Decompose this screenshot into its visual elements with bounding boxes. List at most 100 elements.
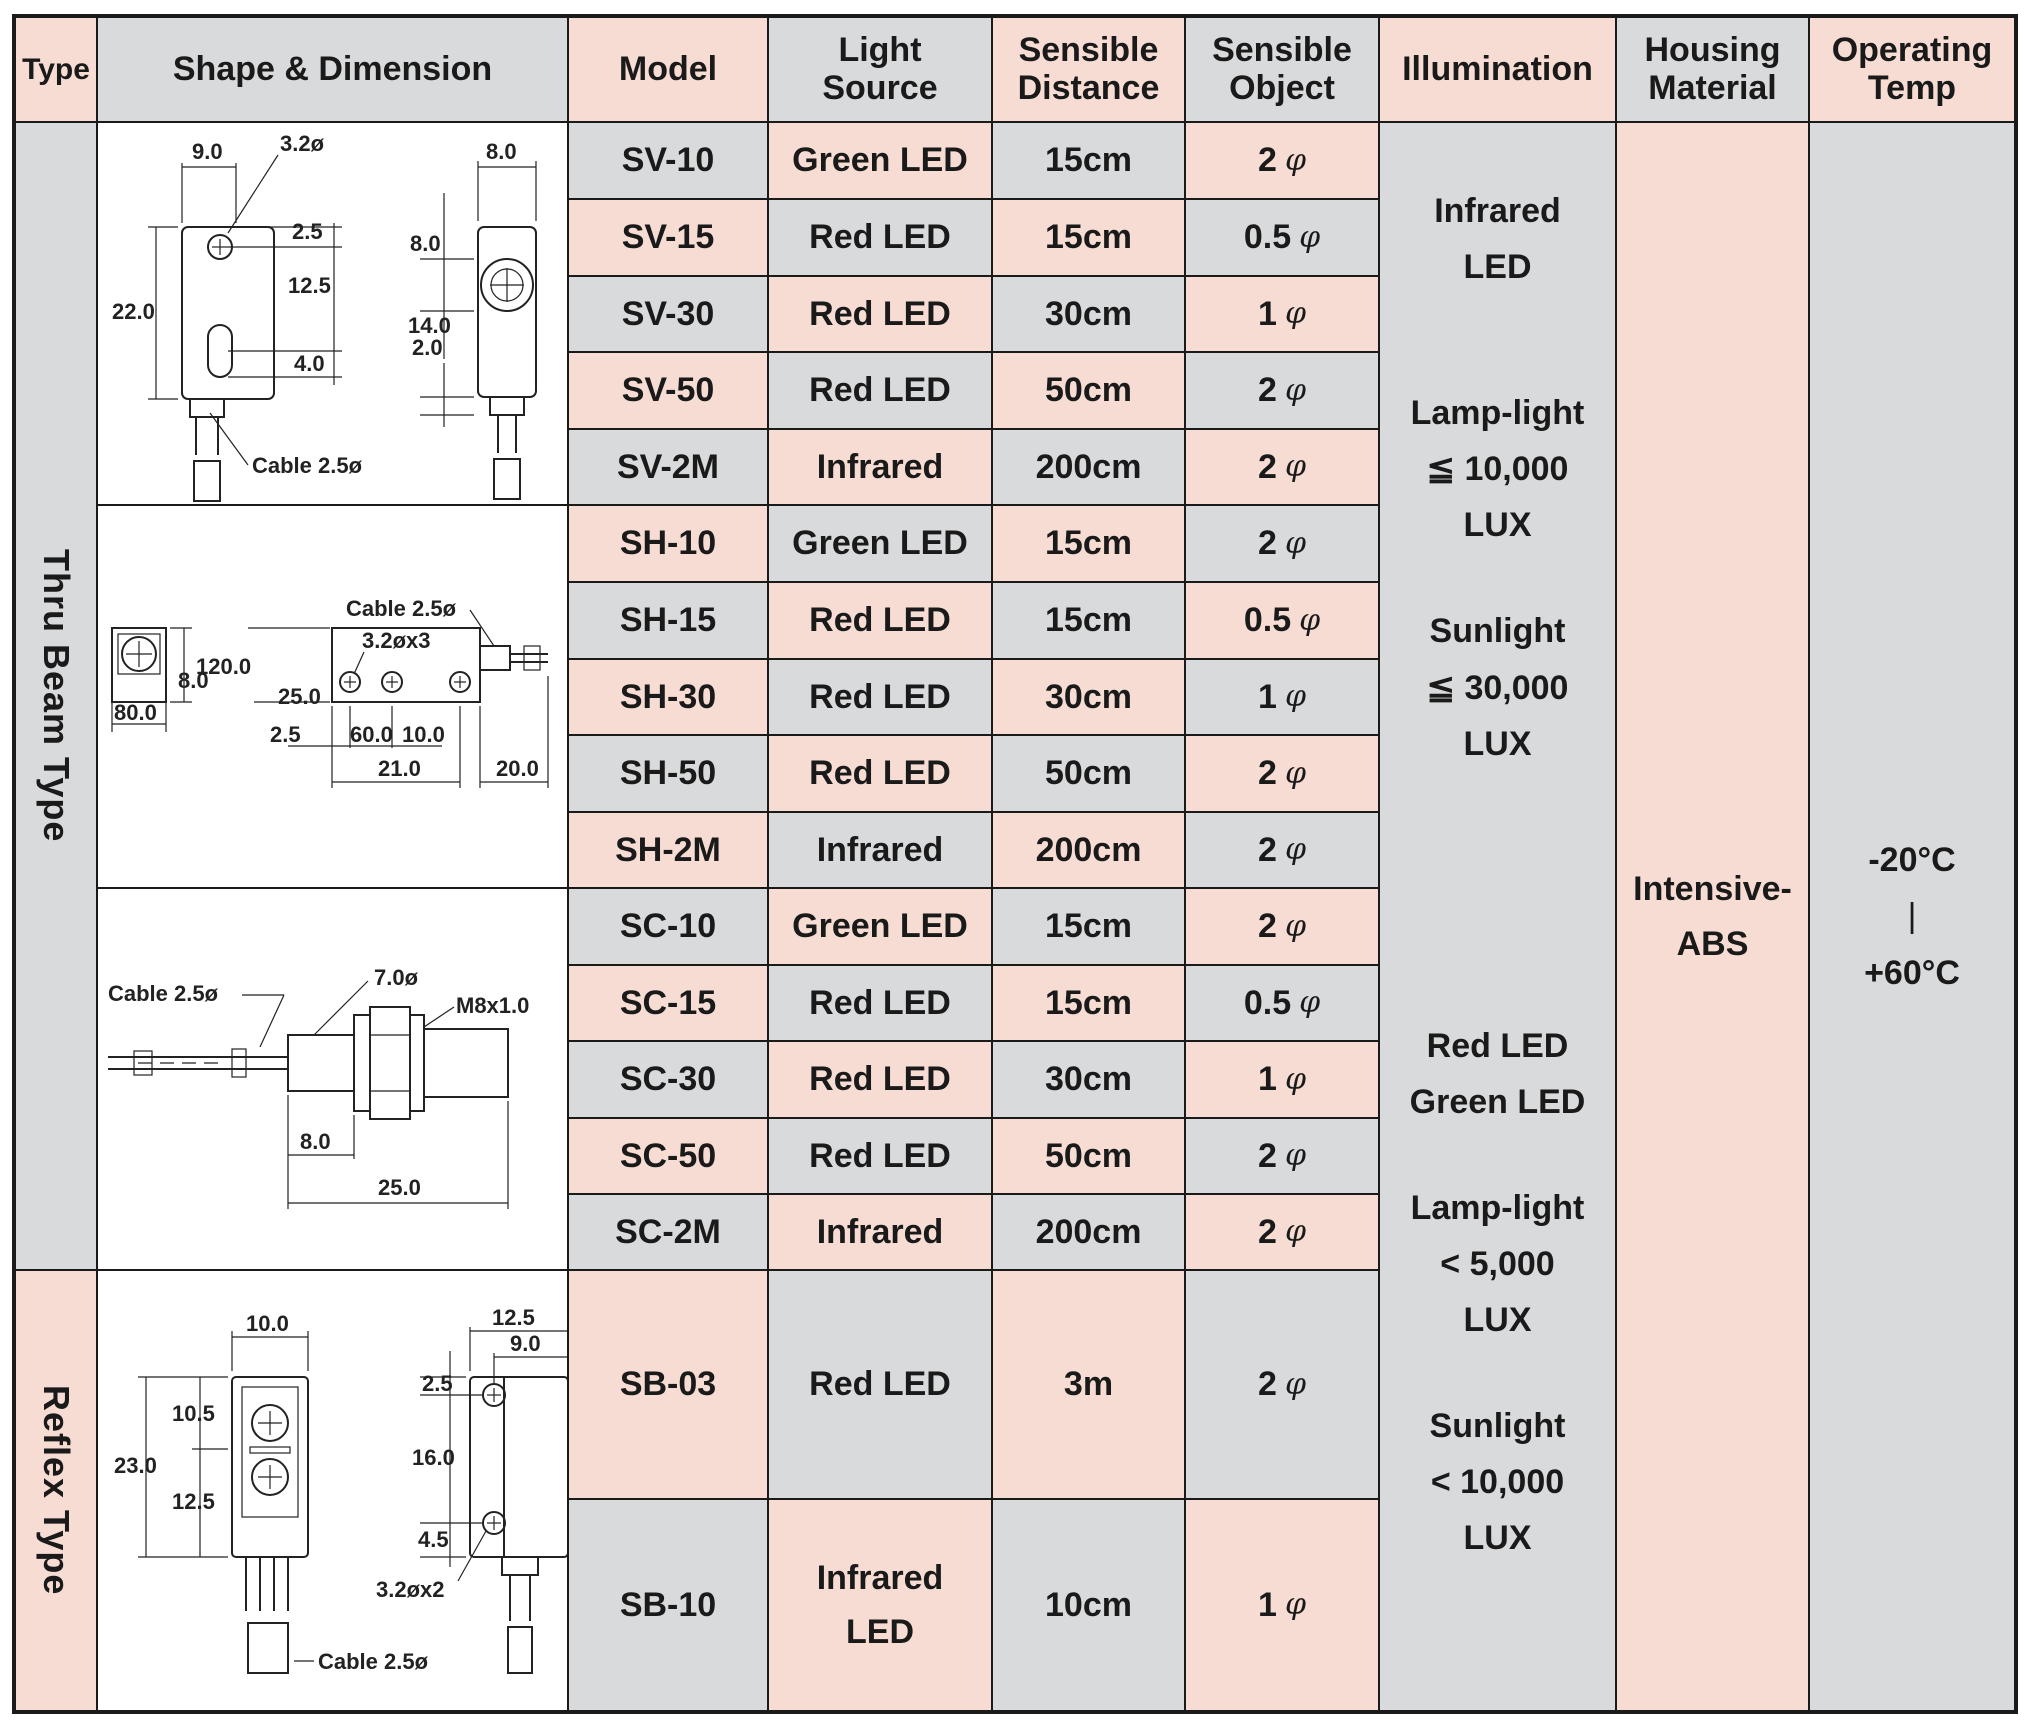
header-light-source-line2: Source (822, 68, 938, 107)
phi-symbol: φ (1284, 1061, 1306, 1097)
row-distance: 30cm (993, 660, 1186, 736)
temp-cell: -20°C | +60°C (1810, 123, 2014, 1710)
sh-dimension-drawing: 80.0 8.0 120.0 Cable 2.5ø 3.2øx3 25.0 2.… (111, 596, 549, 788)
header-operating-temp: Operating Temp (1810, 18, 2014, 123)
row-distance: 50cm (993, 736, 1186, 813)
row-light: Infrared LED (769, 1500, 993, 1710)
header-model: Model (569, 18, 769, 123)
row-distance: 50cm (993, 353, 1186, 430)
sv-dimension-drawing: 9.0 3.2ø 2.5 12.5 4.0 22.0 Cable 2.5ø 8.… (112, 131, 537, 502)
row-distance: 200cm (993, 430, 1186, 506)
sv-dim-3-2: 3.2ø (280, 131, 325, 156)
illum-g2-lamp-1: Lamp-light (1410, 1188, 1585, 1227)
row-model: SH-10 (569, 506, 769, 583)
illum-g1-sun-1: Sunlight (1429, 612, 1566, 651)
row-model: SC-15 (569, 966, 769, 1042)
type-reflex-label: Reflex Type (36, 1385, 78, 1596)
illumination-cell: Infrared LED Lamp-light ≦ 10,000 LUX Sun… (1380, 123, 1617, 1710)
sc-cable-label: Cable 2.5ø (108, 981, 219, 1006)
row-light: Infrared (769, 813, 993, 889)
object-value: 2 (1258, 907, 1277, 946)
sc-dim-8: 8.0 (300, 1129, 331, 1154)
header-temp-line2: Temp (1867, 68, 1957, 107)
row-model: SB-10 (569, 1500, 769, 1710)
object-value: 1 (1258, 1585, 1277, 1624)
sb-dim-10: 10.0 (246, 1311, 289, 1336)
object-value: 2 (1258, 371, 1277, 410)
row-light: Red LED (769, 660, 993, 736)
row-distance: 50cm (993, 1119, 1186, 1195)
illum-g1-sun-2: ≦ 30,000 (1426, 668, 1569, 707)
illum-g2-sun-2: < 10,000 (1430, 1463, 1565, 1502)
illum-g2-light-2: Green LED (1409, 1082, 1586, 1121)
header-illumination: Illumination (1380, 18, 1617, 123)
row-distance: 30cm (993, 1042, 1186, 1119)
row-light: Red LED (769, 1042, 993, 1119)
phi-symbol: φ (1299, 219, 1321, 255)
phi-symbol: φ (1284, 1138, 1306, 1174)
sh-dim-10: 10.0 (402, 722, 445, 747)
object-value: 2 (1258, 1212, 1277, 1251)
object-value: 0.5 (1243, 983, 1292, 1022)
row-model: SH-50 (569, 736, 769, 813)
header-sensible-object-line2: Object (1229, 68, 1335, 107)
sv-dim-8-top: 8.0 (486, 139, 517, 164)
row-model: SH-15 (569, 583, 769, 660)
row-model: SC-10 (569, 889, 769, 966)
illum-g1-sun-3: LUX (1463, 724, 1532, 763)
phi-symbol: φ (1299, 985, 1321, 1021)
header-light-source: Light Source (769, 18, 993, 123)
row-light: Red LED (769, 736, 993, 813)
row-model: SV-30 (569, 277, 769, 353)
temp-low: -20°C (1868, 841, 1956, 880)
sv-dim-12-5: 12.5 (288, 273, 331, 298)
header-sensible-object: Sensible Object (1186, 18, 1380, 123)
sb-dim-9: 9.0 (510, 1331, 541, 1356)
sc-thread-label: M8x1.0 (456, 993, 529, 1018)
phi-symbol: φ (1284, 1587, 1306, 1623)
illum-g2-lamp-3: LUX (1463, 1301, 1532, 1340)
row-light: Green LED (769, 123, 993, 200)
sc-dim-25: 25.0 (378, 1175, 421, 1200)
light-line1: Infrared (816, 1558, 944, 1597)
sh-dim-8: 8.0 (178, 668, 209, 693)
header-housing-material: Housing Material (1617, 18, 1810, 123)
drawing-sc: Cable 2.5ø 7.0ø M8x1.0 8.0 25.0 (98, 889, 569, 1271)
sh-dim-120: 120.0 (196, 654, 251, 679)
phi-symbol: φ (1284, 296, 1306, 332)
phi-symbol: φ (1284, 525, 1306, 561)
row-light: Infrared (769, 1195, 993, 1271)
illum-g1-lamp-2: ≦ 10,000 (1426, 450, 1569, 489)
row-distance: 200cm (993, 1195, 1186, 1271)
row-light: Green LED (769, 889, 993, 966)
sb-dim-12-5-top: 12.5 (492, 1305, 535, 1330)
sh-dim-20: 20.0 (496, 756, 539, 781)
temp-high: +60°C (1864, 953, 1960, 992)
row-distance: 30cm (993, 277, 1186, 353)
header-sensible-distance-line2: Distance (1017, 68, 1160, 107)
phi-symbol: φ (1284, 679, 1306, 715)
phi-symbol: φ (1284, 449, 1306, 485)
phi-symbol: φ (1284, 1214, 1306, 1250)
row-light: Red LED (769, 200, 993, 277)
object-value: 2 (1258, 754, 1277, 793)
row-distance: 15cm (993, 200, 1186, 277)
phi-symbol: φ (1284, 1366, 1306, 1402)
sh-cable-label: Cable 2.5ø (346, 596, 457, 621)
header-type: Type (16, 18, 98, 123)
row-model: SV-2M (569, 430, 769, 506)
sv-dim-4: 4.0 (294, 351, 325, 376)
sv-dim-2-5: 2.5 (292, 219, 323, 244)
row-model: SV-15 (569, 200, 769, 277)
sv-dim-8-side: 8.0 (410, 231, 441, 256)
light-line2: LED (846, 1613, 914, 1651)
object-value: 1 (1258, 294, 1277, 333)
type-reflex: Reflex Type (16, 1271, 98, 1710)
sc-dim-7: 7.0ø (374, 965, 419, 990)
row-distance: 10cm (993, 1500, 1186, 1710)
